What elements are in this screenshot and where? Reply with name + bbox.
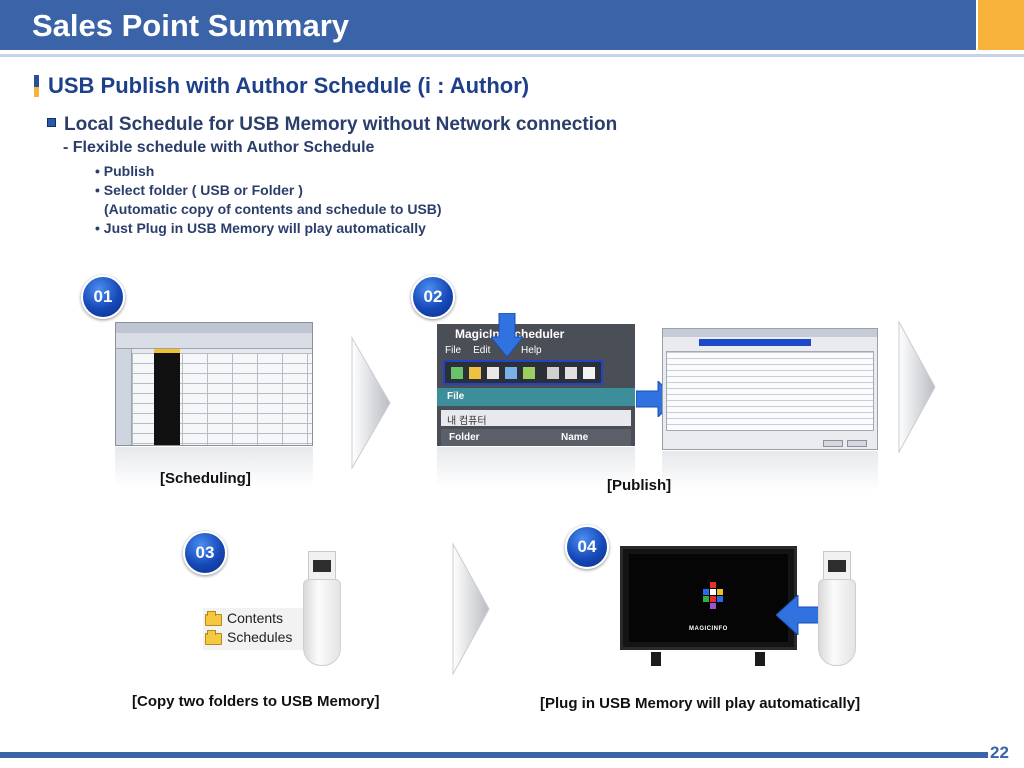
- header-bar: Sales Point Summary: [0, 0, 976, 50]
- my-computer-item: 내 컴퓨터: [441, 410, 631, 427]
- window-titlebar: [116, 323, 312, 333]
- step-badge-03: 03: [183, 531, 227, 575]
- reflection: [437, 447, 635, 487]
- page-title: Sales Point Summary: [32, 8, 350, 43]
- header-accent-block: [978, 0, 1024, 50]
- monitor-screen: MAGICINFO: [629, 554, 788, 642]
- scheduling-screenshot: [115, 322, 313, 446]
- column-folder: Folder: [449, 432, 480, 443]
- folder-icon: [205, 630, 222, 645]
- folder-list: Contents Schedules: [203, 608, 303, 650]
- publish-file-table: [666, 351, 874, 431]
- reflection: [662, 451, 878, 491]
- chevron-right-icon: [351, 336, 391, 470]
- monitor-brand: MAGICINFO: [689, 626, 728, 632]
- arrow-left-icon: [776, 595, 822, 635]
- usb-stick-icon: [818, 551, 856, 666]
- cut-icon: [547, 367, 559, 379]
- dialog-titlebar: [663, 329, 877, 337]
- caption-publish: [Publish]: [607, 477, 672, 494]
- publish-icon: [505, 367, 517, 379]
- subsection-title: Local Schedule for USB Memory without Ne…: [64, 114, 618, 135]
- copy-icon: [565, 367, 577, 379]
- window-toolbar: [116, 333, 312, 349]
- header-divider: [0, 54, 1024, 57]
- reflection: [115, 447, 313, 487]
- page-number: 22: [990, 743, 1009, 762]
- bullet-select-folder: • Select folder ( USB or Folder ): [95, 182, 303, 198]
- subsection-note: - Flexible schedule with Author Schedule: [63, 139, 375, 156]
- section-title: USB Publish with Author Schedule (i : Au…: [48, 73, 530, 98]
- caption-scheduling: [Scheduling]: [160, 470, 251, 487]
- toolbar-highlight: [443, 360, 603, 385]
- step-badge-01: 01: [81, 275, 125, 319]
- monitor-foot: [755, 652, 765, 666]
- paste-icon: [583, 367, 595, 379]
- usb-stick-icon: [303, 551, 341, 666]
- file-panel-header: File: [437, 388, 635, 406]
- step-badge-02: 02: [411, 275, 455, 319]
- package-location-field: [699, 339, 811, 346]
- open-folder-icon: [469, 367, 481, 379]
- monitor-foot: [651, 652, 661, 666]
- refresh-icon: [523, 367, 535, 379]
- folder-icon: [205, 611, 222, 626]
- column-name: Name: [561, 432, 589, 443]
- new-icon: [451, 367, 463, 379]
- bullet-publish: • Publish: [95, 163, 155, 179]
- step-badge-04: 04: [565, 525, 609, 569]
- chevron-right-icon: [452, 542, 490, 676]
- chevron-right-icon: [898, 320, 936, 454]
- publish-button: [823, 440, 843, 447]
- menu-help: Help: [521, 345, 542, 356]
- selected-day-header: [154, 349, 180, 354]
- caption-copy-folders: [Copy two folders to USB Memory]: [132, 693, 380, 710]
- file-columns: Folder Name: [441, 429, 631, 446]
- section-marker: [34, 75, 39, 97]
- arrow-down-icon: [491, 313, 523, 358]
- display-monitor: MAGICINFO: [620, 546, 797, 666]
- menu-file: File: [445, 345, 462, 356]
- time-column: [116, 349, 132, 445]
- menu-edit: Edit: [473, 345, 491, 356]
- publish-dialog-screenshot: [662, 328, 878, 450]
- close-button: [847, 440, 867, 447]
- save-icon: [487, 367, 499, 379]
- magicinfo-logo-icon: [700, 582, 728, 610]
- magicinfo-screenshot: MagicInfo cheduler FileEditVHelp File 내 …: [437, 324, 635, 446]
- bullet-plug-in: • Just Plug in USB Memory will play auto…: [95, 220, 426, 236]
- bullet-auto-copy: (Automatic copy of contents and schedule…: [104, 201, 442, 217]
- footer-bar: [0, 752, 988, 758]
- square-bullet-icon: [47, 118, 56, 127]
- caption-plug-in: [Plug in USB Memory will play automatica…: [540, 695, 861, 712]
- scheduled-block: [154, 353, 180, 445]
